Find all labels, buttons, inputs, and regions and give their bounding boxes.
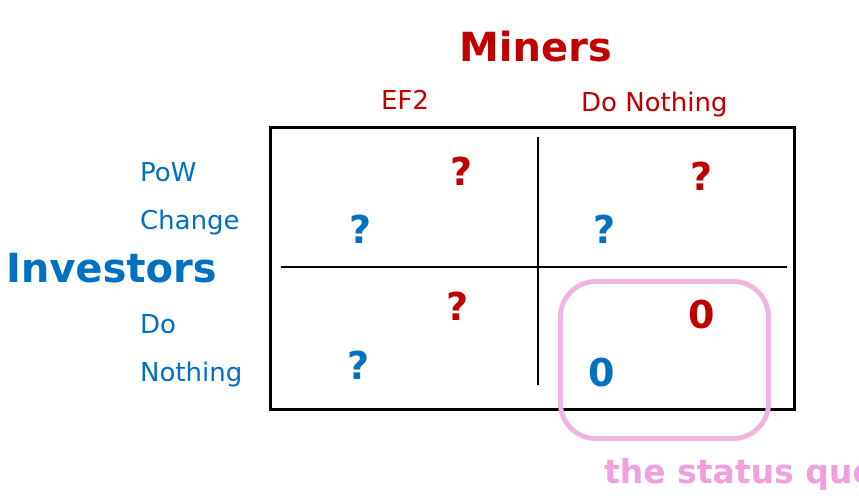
column-player-label: Miners (459, 25, 612, 71)
payoff-investors-pow-change-do-nothing: ? (593, 208, 616, 252)
row-strategy-do-nothing: Do Nothing (140, 301, 242, 397)
payoff-miners-pow-change-do-nothing: ? (690, 155, 713, 199)
row-strategy-do-nothing-line1: Do (140, 310, 176, 340)
payoff-miners-do-nothing-ef2: ? (446, 285, 469, 329)
status-quo-highlight-ring (558, 279, 771, 441)
payoff-miners-pow-change-ef2: ? (450, 150, 473, 194)
row-strategy-pow-change-line2: Change (140, 206, 240, 236)
row-strategy-pow-change-line1: PoW (140, 158, 197, 188)
payoff-investors-do-nothing-do-nothing: 0 (588, 351, 615, 395)
matrix-horizontal-divider (281, 266, 787, 268)
payoff-investors-do-nothing-ef2: ? (347, 344, 370, 388)
col-strategy-ef2: EF2 (381, 86, 429, 116)
payoff-investors-pow-change-ef2: ? (349, 208, 372, 252)
row-strategy-do-nothing-line2: Nothing (140, 358, 243, 388)
row-player-label: Investors (6, 246, 217, 292)
payoff-matrix-frame (269, 126, 796, 411)
row-strategy-pow-change: PoW Change (140, 149, 240, 245)
col-strategy-do-nothing: Do Nothing (581, 88, 728, 118)
matrix-vertical-divider (537, 137, 539, 385)
status-quo-label: the status quo (604, 452, 859, 491)
payoff-miners-do-nothing-do-nothing: 0 (688, 293, 715, 337)
